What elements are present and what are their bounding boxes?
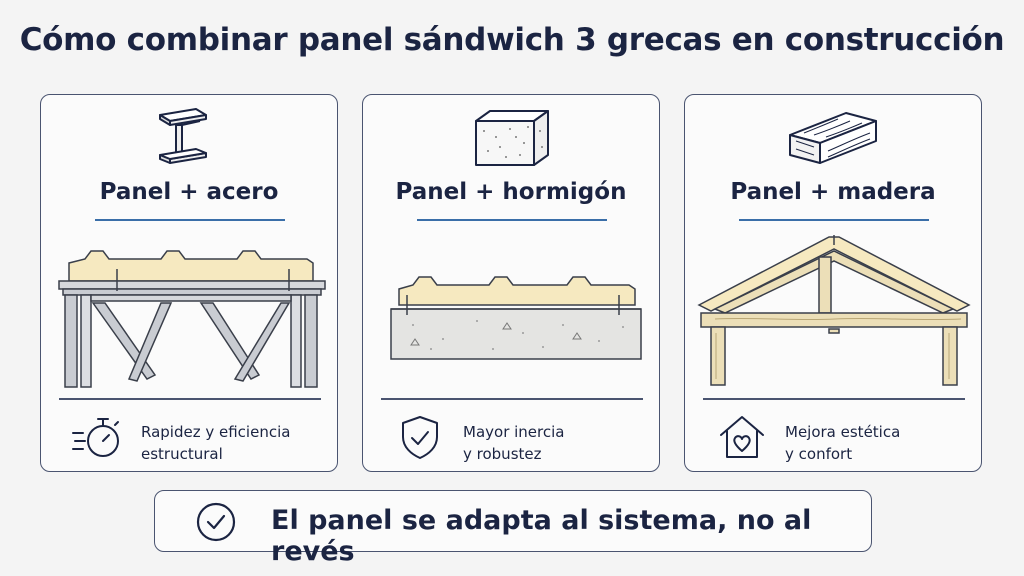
concrete-block-icon (475, 110, 549, 166)
card-separator (703, 398, 965, 400)
card-separator (381, 398, 643, 400)
card-panel-hormigon: Panel + hormigón Mayor inercia y robu (362, 94, 660, 472)
feature-line-1: Rapidez y eficiencia (141, 423, 291, 441)
card-panel-madera: Panel + madera Mejora estética y confort (684, 94, 982, 472)
card-panel-acero: Panel + acero Rapid (40, 94, 338, 472)
feature-line-2: y robustez (463, 445, 542, 463)
page-title: Cómo combinar panel sándwich 3 grecas en… (19, 22, 1005, 58)
label-underline (417, 219, 607, 221)
house-heart-icon (720, 416, 764, 458)
feature-line-2: y confort (785, 445, 853, 463)
card-separator (59, 398, 321, 400)
feature-line-2: estructural (141, 445, 223, 463)
steel-structure-illustration (58, 250, 326, 388)
label-underline (739, 219, 929, 221)
conclusion-banner: El panel se adapta al sistema, no al rev… (154, 490, 872, 567)
feature-line-1: Mejora estética (785, 423, 901, 441)
feature-text: Rapidez y eficiencia estructural (141, 421, 331, 465)
card-label: Panel + madera (730, 179, 936, 205)
feature-text: Mejora estética y confort (785, 421, 975, 465)
shield-check-icon (402, 416, 438, 459)
conclusion-text: El panel se adapta al sistema, no al rev… (271, 505, 812, 567)
stopwatch-icon (72, 418, 119, 457)
check-circle-icon (196, 502, 236, 542)
concrete-structure-illustration (390, 276, 642, 360)
card-label: Panel + hormigón (395, 179, 627, 205)
steel-beam-icon (159, 108, 207, 164)
card-label: Panel + acero (99, 179, 279, 205)
feature-text: Mayor inercia y robustez (463, 421, 653, 465)
label-underline (95, 219, 285, 221)
wood-structure-illustration (697, 235, 971, 386)
feature-line-1: Mayor inercia (463, 423, 565, 441)
wood-beam-icon (789, 112, 877, 164)
